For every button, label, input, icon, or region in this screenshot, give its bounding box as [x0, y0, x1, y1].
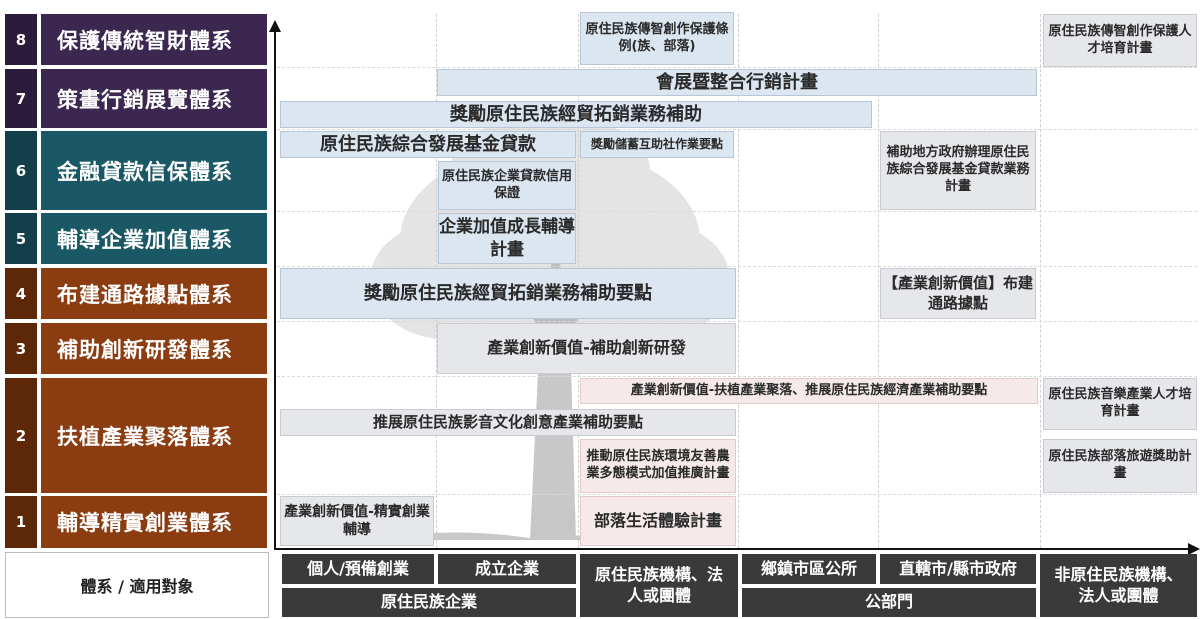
program-channel: 【產業創新價值】布建通路據點: [880, 268, 1036, 319]
row-divider: [277, 129, 1197, 130]
program-startup: 產業創新價值-精實創業輔導: [280, 496, 434, 546]
target-individual: 個人/預備創業: [282, 554, 434, 584]
program-trade-points: 獎勵原住民族經貿拓銷業務補助要點: [280, 268, 736, 319]
row-divider: [277, 67, 1197, 68]
program-fund-loan: 原住民族綜合發展基金貸款: [280, 131, 576, 158]
row-label: 保護傳統智財體系: [41, 14, 267, 65]
target-non-indigenous: 非原住民族機構、法人或團體: [1040, 554, 1197, 617]
row-number: 5: [5, 213, 37, 264]
y-axis: [274, 28, 276, 550]
target-municipal: 直轄市/縣市政府: [880, 554, 1036, 584]
row-label: 扶植產業聚落體系: [41, 378, 267, 493]
target-indigenous-org: 原住民族機構、法人或團體: [580, 554, 738, 617]
system-row-5: 5 輔導企業加值體系: [5, 213, 267, 264]
row-number: 3: [5, 323, 37, 374]
program-av-culture: 推展原住民族影音文化創意產業補助要點: [280, 409, 736, 436]
program-cluster: 產業創新價值-扶植產業聚落、推展原住民族經濟產業補助要點: [580, 378, 1038, 404]
row-number: 7: [5, 69, 37, 128]
target-public: 公部門: [742, 588, 1036, 617]
system-row-7: 7 策畫行銷展覽體系: [5, 69, 267, 128]
column-divider: [1040, 14, 1041, 548]
row-number: 6: [5, 131, 37, 210]
system-row-6: 6 金融貸款信保體系: [5, 131, 267, 210]
program-rnd: 產業創新價值-補助創新研發: [437, 323, 736, 374]
row-label: 輔導企業加值體系: [41, 213, 267, 264]
program-eco-farm: 推動原住民族環境友善農業多態模式加值推廣計畫: [580, 439, 736, 493]
target-established: 成立企業: [438, 554, 576, 584]
program-savings: 獎勵儲蓄互助社作業要點: [580, 131, 734, 158]
program-music-talent: 原住民族音樂產業人才培育計畫: [1043, 378, 1197, 430]
system-row-1: 1 輔導精實創業體系: [5, 496, 267, 548]
row-divider: [277, 376, 1197, 377]
program-tribal-life: 部落生活體驗計畫: [580, 496, 736, 546]
row-label: 輔導精實創業體系: [41, 496, 267, 548]
row-divider: [277, 266, 1197, 267]
system-row-3: 3 補助創新研發體系: [5, 323, 267, 374]
x-axis: [274, 548, 1190, 550]
row-label: 策畫行銷展覽體系: [41, 69, 267, 128]
target-indigenous-enterprise: 原住民族企業: [282, 588, 576, 617]
row-divider: [277, 494, 1197, 495]
row-number: 4: [5, 268, 37, 319]
row-label: 布建通路據點體系: [41, 268, 267, 319]
row-divider: [277, 321, 1197, 322]
column-divider: [878, 14, 879, 548]
system-row-4: 4 布建通路據點體系: [5, 268, 267, 319]
row-number: 1: [5, 496, 37, 548]
program-tradition-regulation: 原住民族傳智創作保護條例(族、部落): [580, 12, 734, 65]
program-value-add: 企業加值成長輔導計畫: [438, 213, 576, 264]
system-row-8: 8 保護傳統智財體系: [5, 14, 267, 65]
column-divider: [738, 14, 739, 548]
row-number: 8: [5, 14, 37, 65]
program-exhibition: 會展暨整合行銷計畫: [437, 69, 1037, 96]
row-label: 金融貸款信保體系: [41, 131, 267, 210]
legend-label: 體系 / 適用對象: [5, 552, 269, 618]
program-tourism: 原住民族部落旅遊獎助計畫: [1043, 439, 1197, 493]
row-number: 2: [5, 378, 37, 493]
program-local-gov: 補助地方政府辦理原住民族綜合發展基金貸款業務計畫: [880, 131, 1036, 210]
program-trade-subsidy: 獎勵原住民族經貿拓銷業務補助: [280, 101, 872, 128]
program-talent-ip: 原住民族傳智創作保護人才培育計畫: [1043, 14, 1197, 67]
row-divider: [277, 211, 1197, 212]
row-label: 補助創新研發體系: [41, 323, 267, 374]
system-row-2: 2 扶植產業聚落體系: [5, 378, 267, 493]
program-credit-guarantee: 原住民族企業貸款信用保證: [438, 161, 576, 210]
y-axis-arrow: [269, 20, 281, 32]
target-township: 鄉鎮市區公所: [742, 554, 876, 584]
x-axis-arrow: [1188, 543, 1200, 555]
